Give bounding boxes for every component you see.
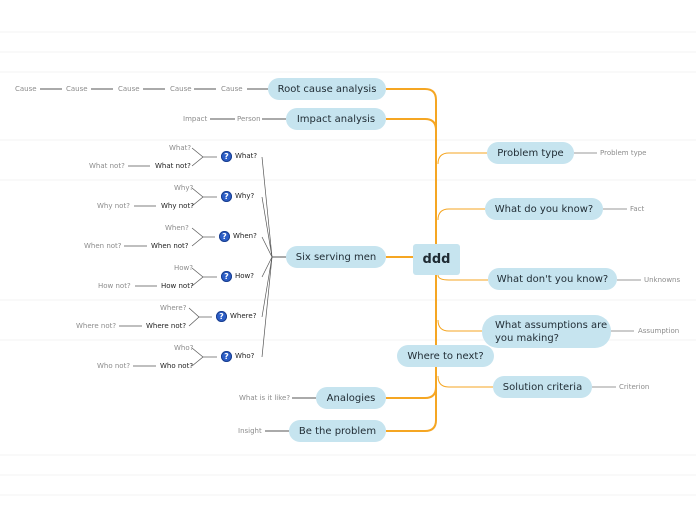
problem-type-leaf[interactable]: Problem type <box>600 149 647 157</box>
solution-criteria-node[interactable]: Solution criteria <box>493 376 592 398</box>
question-negative-leaf[interactable]: What not? <box>155 162 191 170</box>
impact-analysis-node[interactable]: Impact analysis <box>286 108 386 130</box>
where-to-next-node[interactable]: Where to next? <box>397 345 494 367</box>
central-topic[interactable]: ddd <box>413 244 460 275</box>
question-negative-leaf[interactable]: How not? <box>161 282 194 290</box>
what-do-you-know-node[interactable]: What do you know? <box>485 198 603 220</box>
question-positive-leaf[interactable]: Who? <box>174 344 194 352</box>
question-positive-leaf[interactable]: Why? <box>174 184 194 192</box>
question-negative-leaf[interactable]: Why not? <box>161 202 194 210</box>
assumption-leaf[interactable]: Assumption <box>638 327 680 335</box>
question-negative-child-leaf[interactable]: What not? <box>89 162 125 170</box>
problem-type-node[interactable]: Problem type <box>487 142 574 164</box>
question-positive-leaf[interactable]: How? <box>174 264 193 272</box>
question-node-who[interactable]: ? Who? <box>221 351 254 362</box>
question-negative-child-leaf[interactable]: How not? <box>98 282 131 290</box>
unknowns-leaf[interactable]: Unknowns <box>644 276 681 284</box>
person-leaf[interactable]: Person <box>237 115 261 123</box>
cause-leaf[interactable]: Cause <box>15 85 37 93</box>
question-node-how[interactable]: ? How? <box>221 271 254 282</box>
question-positive-leaf[interactable]: Where? <box>160 304 187 312</box>
question-negative-leaf[interactable]: Where not? <box>146 322 187 330</box>
question-node-why[interactable]: ? Why? <box>221 191 254 202</box>
question-negative-leaf[interactable]: Who not? <box>160 362 194 370</box>
cause-leaf[interactable]: Cause <box>66 85 88 93</box>
question-negative-child-leaf[interactable]: Who not? <box>97 362 131 370</box>
cause-leaf[interactable]: Cause <box>118 85 140 93</box>
question-mark-icon: ? <box>221 191 232 202</box>
question-mark-icon: ? <box>221 151 232 162</box>
question-label: How? <box>235 272 254 280</box>
question-mark-icon: ? <box>221 271 232 282</box>
question-node-when[interactable]: ? When? <box>219 231 257 242</box>
root-cause-analysis-node[interactable]: Root cause analysis <box>268 78 386 100</box>
question-label: What? <box>235 152 258 160</box>
question-mark-icon: ? <box>219 231 230 242</box>
question-mark-icon: ? <box>216 311 227 322</box>
fact-leaf[interactable]: Fact <box>630 205 645 213</box>
question-label: When? <box>233 232 257 240</box>
be-the-problem-node[interactable]: Be the problem <box>289 420 386 442</box>
six-serving-men-node[interactable]: Six serving men <box>286 246 386 268</box>
question-positive-leaf[interactable]: What? <box>169 144 192 152</box>
question-negative-child-leaf[interactable]: Where not? <box>76 322 117 330</box>
insight-leaf[interactable]: Insight <box>238 427 262 435</box>
question-label: Why? <box>235 192 255 200</box>
what-is-it-like-leaf[interactable]: What is it like? <box>239 394 291 402</box>
analogies-node[interactable]: Analogies <box>316 387 386 409</box>
what-dont-you-know-node[interactable]: What don't you know? <box>488 268 617 290</box>
question-label: Where? <box>230 312 257 320</box>
question-node-where[interactable]: ? Where? <box>216 311 256 322</box>
question-label: Who? <box>235 352 255 360</box>
question-node-what[interactable]: ? What? <box>221 151 257 162</box>
question-negative-child-leaf[interactable]: Why not? <box>97 202 130 210</box>
question-negative-leaf[interactable]: When not? <box>151 242 189 250</box>
impact-leaf[interactable]: Impact <box>183 115 208 123</box>
cause-leaf[interactable]: Cause <box>221 85 243 93</box>
question-positive-leaf[interactable]: When? <box>165 224 189 232</box>
criterion-leaf[interactable]: Criterion <box>619 383 650 391</box>
cause-leaf[interactable]: Cause <box>170 85 192 93</box>
question-negative-child-leaf[interactable]: When not? <box>84 242 122 250</box>
question-mark-icon: ? <box>221 351 232 362</box>
assumptions-node[interactable]: What assumptions are you making? <box>482 315 611 348</box>
